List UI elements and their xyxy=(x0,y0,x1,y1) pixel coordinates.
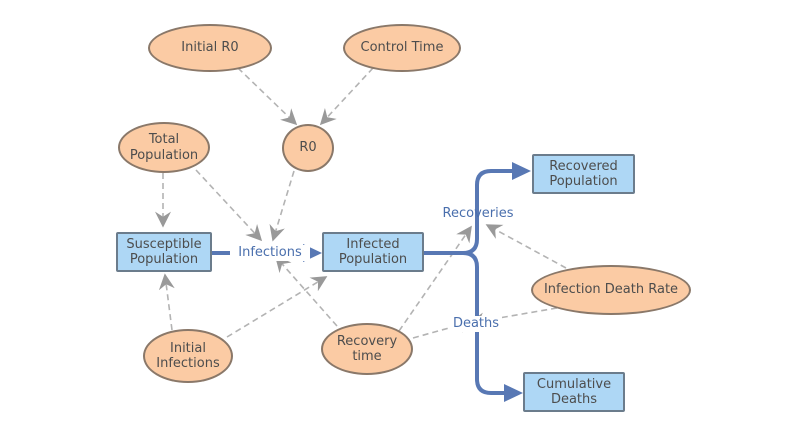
node-label: Susceptible Population xyxy=(126,236,202,267)
flow-pipe-deaths[interactable] xyxy=(462,251,505,395)
node-label: Total Population xyxy=(129,132,199,163)
connector-r0-to-infections[interactable] xyxy=(269,170,295,242)
connector-initial-r0-to-r0[interactable] xyxy=(237,67,298,126)
node-label: R0 xyxy=(299,140,317,156)
node-initial-r0[interactable]: Initial R0 xyxy=(148,24,272,72)
node-control-time[interactable]: Control Time xyxy=(343,24,461,72)
connector-recovery-time-to-recoveries[interactable] xyxy=(398,225,472,332)
connector-initial-infections-to-infected[interactable] xyxy=(226,276,328,338)
node-recovered-population[interactable]: Recovered Population xyxy=(532,154,635,194)
flow-label-recoveries[interactable]: Recoveries xyxy=(442,206,514,221)
node-initial-infections[interactable]: Initial Infections xyxy=(143,329,233,383)
node-infection-death-rate[interactable]: Infection Death Rate xyxy=(531,265,691,315)
node-label: Cumulative Deaths xyxy=(536,376,612,407)
node-cumulative-deaths[interactable]: Cumulative Deaths xyxy=(523,372,625,412)
node-label: Control Time xyxy=(360,40,444,56)
connector-control-time-to-r0[interactable] xyxy=(319,67,374,126)
flow-label-infections[interactable]: Infections xyxy=(230,245,310,261)
connector-recovery-time-to-infections[interactable] xyxy=(274,255,338,327)
flow-arrowhead-deaths xyxy=(504,384,523,402)
node-label: Infected Population xyxy=(338,236,408,267)
flow-arrowhead-recoveries xyxy=(512,162,531,180)
connector-infection-death-rate-to-recoveries[interactable] xyxy=(485,224,567,269)
node-label: Infection Death Rate xyxy=(543,282,679,298)
node-infected-population[interactable]: Infected Population xyxy=(322,232,424,272)
node-label: Recovered Population xyxy=(549,158,618,189)
node-label: Initial Infections xyxy=(156,340,220,371)
node-susceptible-population[interactable]: Susceptible Population xyxy=(116,232,212,272)
node-total-population[interactable]: Total Population xyxy=(118,122,210,173)
node-r0[interactable]: R0 xyxy=(282,124,334,172)
flow-label-deaths[interactable]: Deaths xyxy=(450,316,502,332)
node-recovery-time[interactable]: Recovery time xyxy=(321,323,413,375)
node-label: Recovery time xyxy=(336,333,398,364)
connector-total-population-to-infections[interactable] xyxy=(195,169,263,242)
node-label: Initial R0 xyxy=(181,40,239,56)
connector-initial-infections-to-susceptible[interactable] xyxy=(158,273,175,331)
